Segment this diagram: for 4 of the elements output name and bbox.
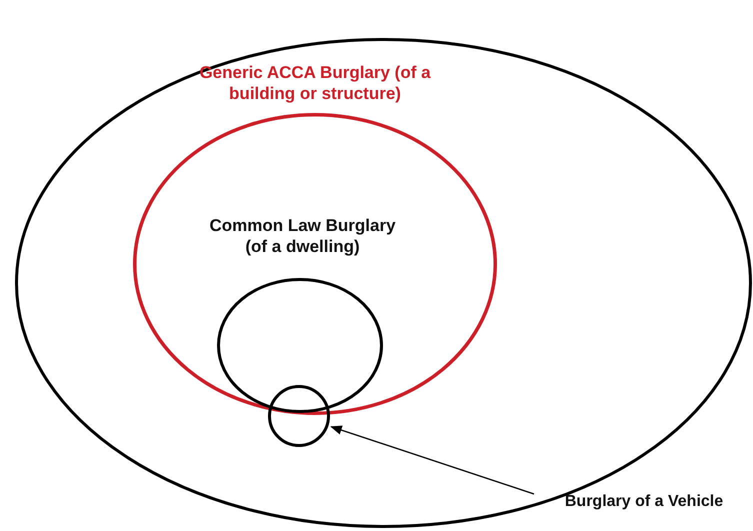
arrow [330,426,534,495]
set-label: Common Law Burglary (of a dwelling) [208,215,397,258]
set-label: Generic ACCA Burglary (of a building or structure) [198,62,432,104]
callout-text: Burglary of a Vehicle [564,492,724,512]
